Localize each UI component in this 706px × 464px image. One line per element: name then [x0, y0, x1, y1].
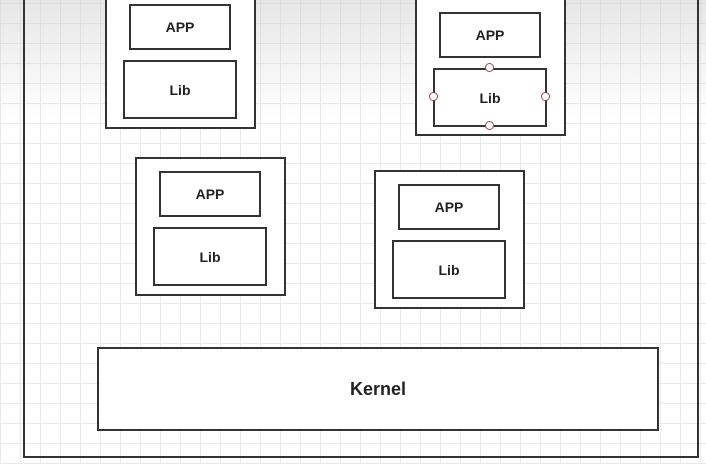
app-box[interactable]: APP	[159, 171, 261, 217]
container-2[interactable]: APP Lib	[415, 0, 566, 136]
lib-label: Lib	[479, 89, 501, 106]
lib-box[interactable]: Lib	[153, 227, 267, 286]
selection-handle-right[interactable]	[541, 92, 550, 101]
lib-box-selected[interactable]: Lib	[433, 68, 547, 127]
kernel-label: Kernel	[349, 378, 407, 399]
lib-label: Lib	[438, 261, 460, 278]
container-1[interactable]: APP Lib	[105, 0, 256, 129]
selection-handle-left[interactable]	[429, 92, 438, 101]
container-4[interactable]: APP Lib	[374, 170, 525, 309]
selection-handle-top[interactable]	[485, 63, 494, 72]
host-frame[interactable]	[23, 0, 699, 458]
app-box[interactable]: APP	[439, 12, 541, 58]
app-label: APP	[165, 19, 195, 35]
lib-label: Lib	[169, 81, 191, 98]
app-box[interactable]: APP	[129, 4, 231, 50]
lib-box[interactable]: Lib	[392, 240, 506, 299]
lib-box[interactable]: Lib	[123, 60, 237, 119]
app-label: APP	[434, 199, 464, 215]
selection-handle-bottom[interactable]	[485, 121, 494, 130]
lib-label: Lib	[199, 248, 221, 265]
app-label: APP	[195, 186, 225, 202]
kernel-box[interactable]: Kernel	[97, 347, 659, 431]
app-label: APP	[475, 27, 505, 43]
app-box[interactable]: APP	[398, 184, 500, 230]
container-3[interactable]: APP Lib	[135, 157, 286, 296]
